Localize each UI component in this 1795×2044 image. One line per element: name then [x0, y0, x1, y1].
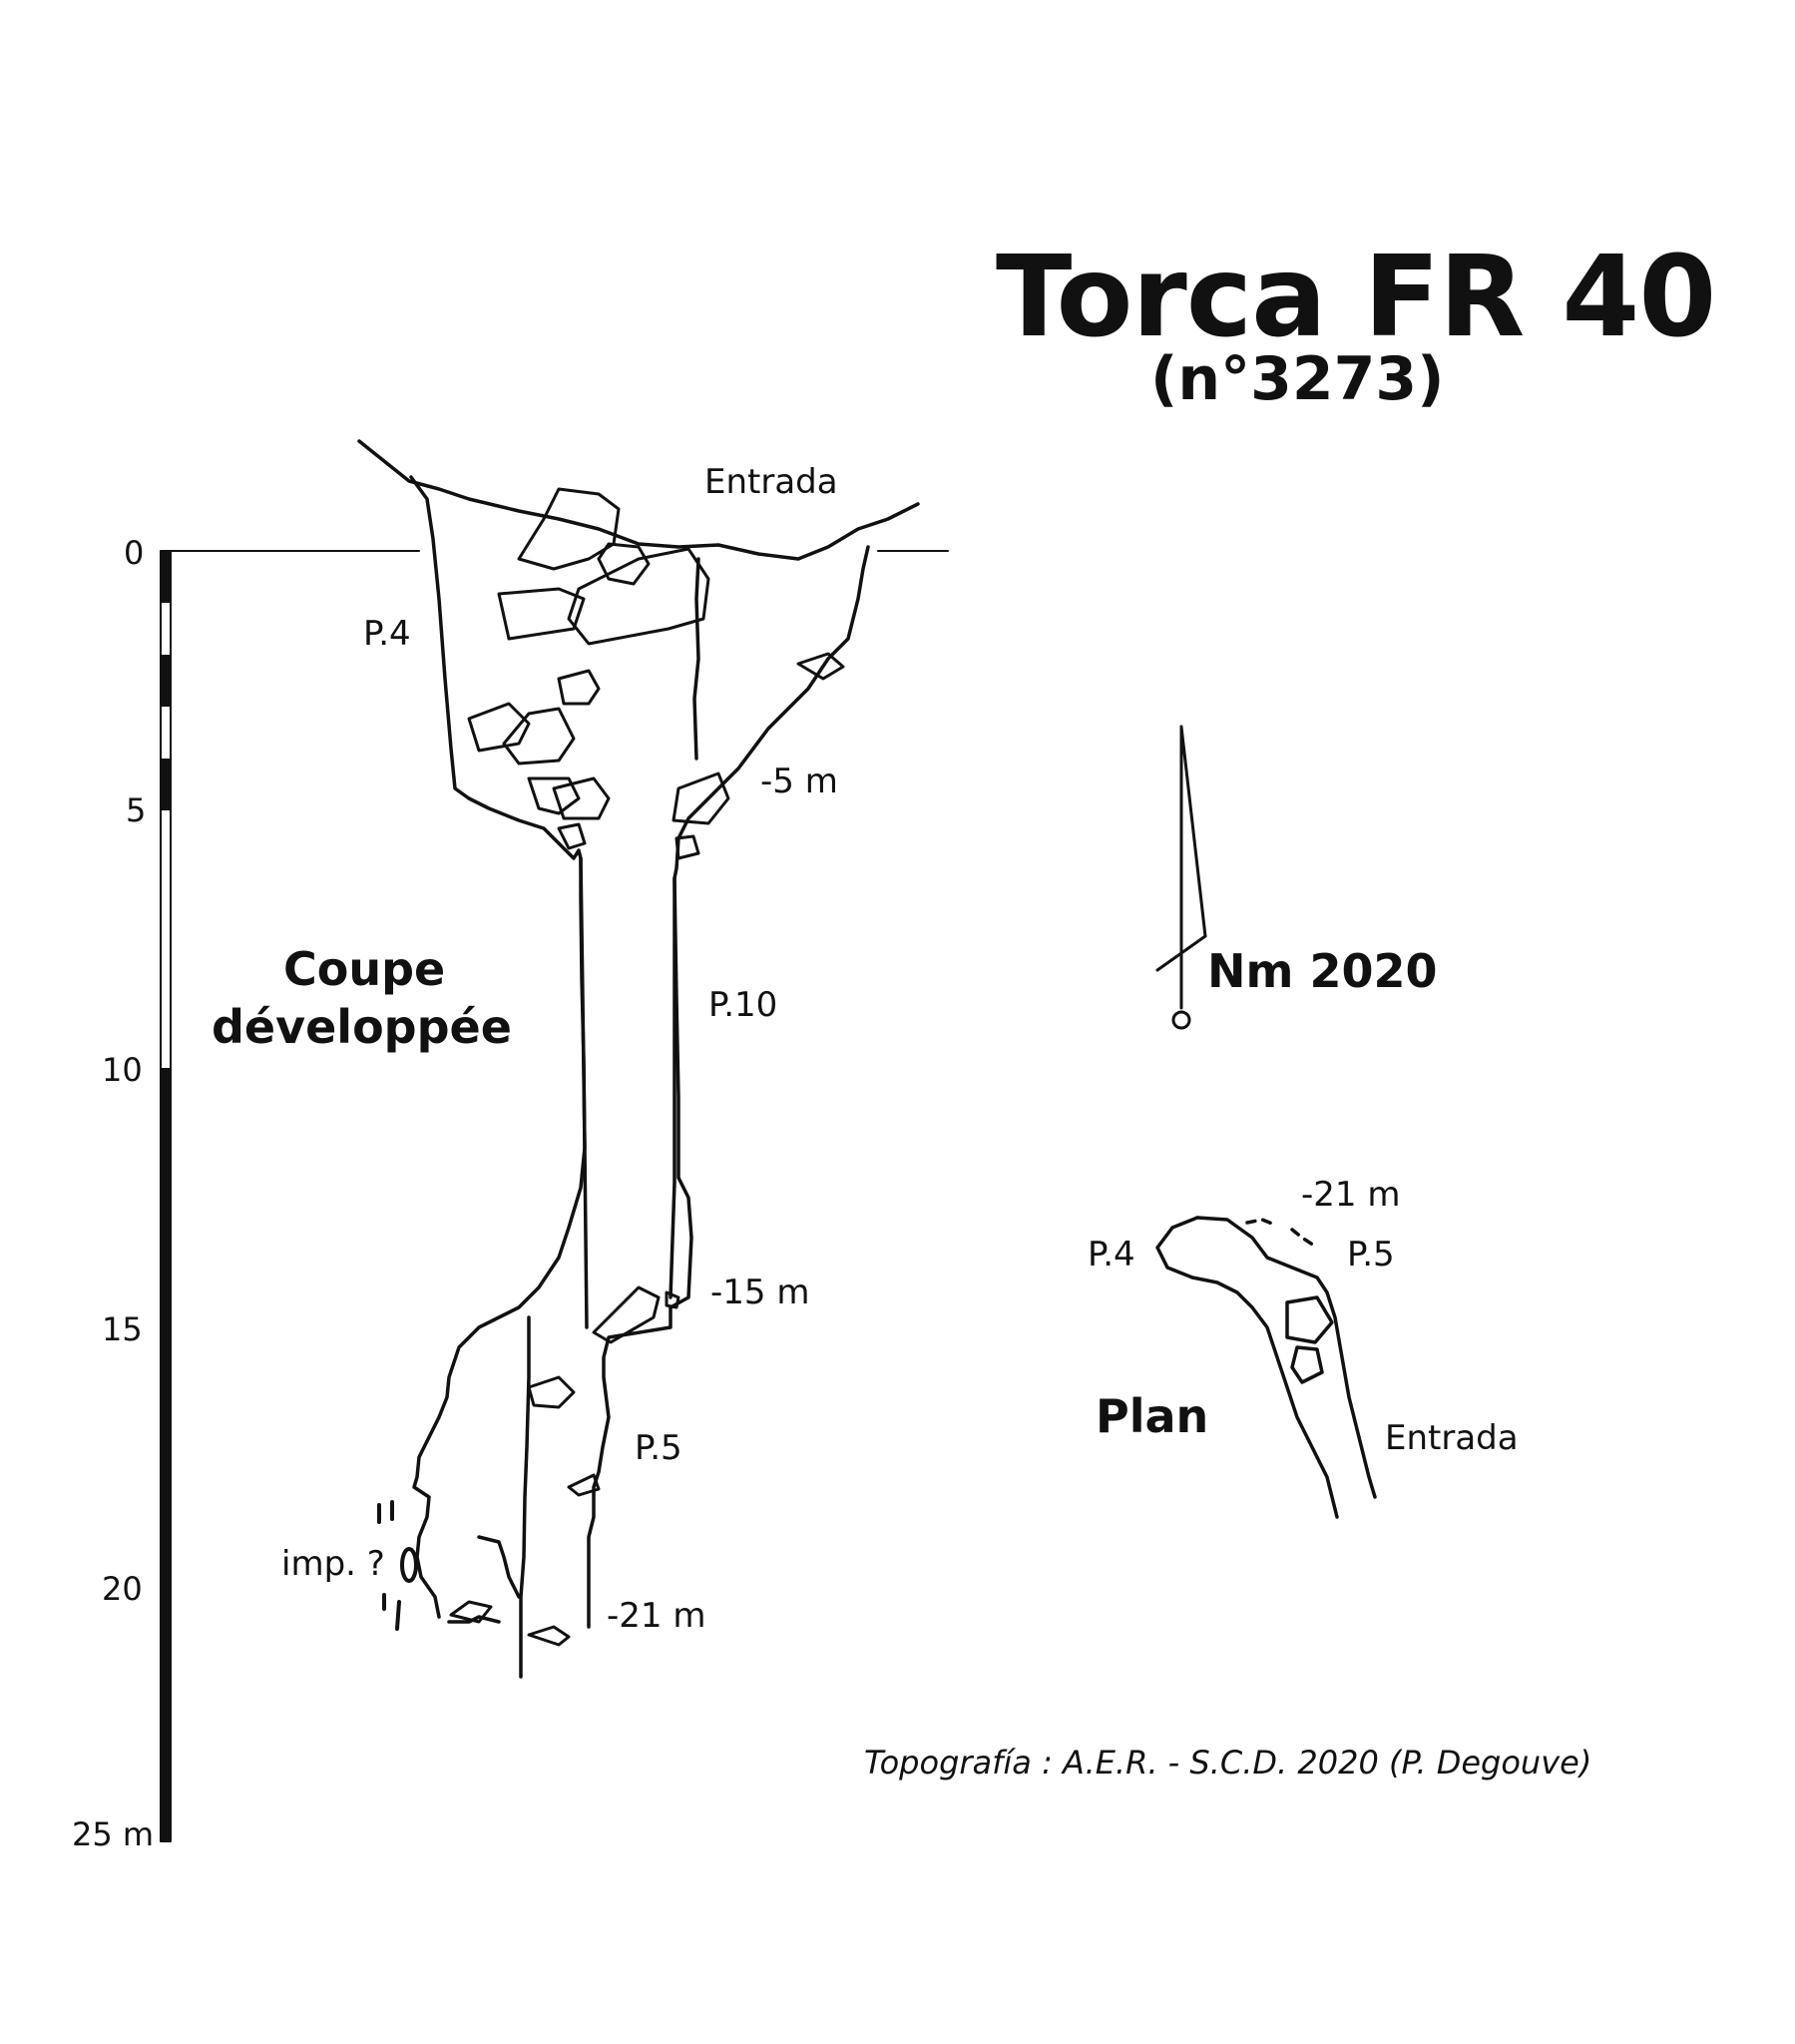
depth-label-15m: -15 m [710, 1273, 810, 1312]
scale-tick-10: 10 [102, 1051, 143, 1089]
plan-label: Plan [1096, 1389, 1209, 1443]
survey-subtitle: (n°3273) [1150, 344, 1445, 414]
shaft-right-wall [669, 876, 676, 1299]
north-label: Nm 2020 [1207, 944, 1438, 998]
plan-outline [1155, 1216, 1377, 1519]
inner-wall-upper [692, 557, 700, 761]
inner-wall-lower [519, 1315, 531, 1679]
pitch-label-p10: P.10 [708, 985, 778, 1025]
plan-pitch-left-label: P.4 [1088, 1235, 1135, 1275]
scale-tick-0: 0 [124, 534, 145, 572]
survey-credit: Topografía : A.E.R. - S.C.D. 2020 (P. De… [864, 1744, 1592, 1782]
scale-tick-5: 5 [126, 791, 147, 829]
section-type-label-line1: Coupe [283, 942, 446, 996]
scale-tick-25: 25 m [72, 1815, 155, 1853]
plan-entrance-label: Entrada [1385, 1418, 1519, 1458]
survey-title: Torca FR 40 [996, 233, 1716, 362]
section-left-wall [409, 475, 587, 1619]
north-arrow [1155, 725, 1207, 1030]
boulders [449, 487, 845, 1647]
pitch-label-p5: P.5 [635, 1428, 682, 1468]
scale-tick-20: 20 [102, 1570, 143, 1608]
depth-label-21m: -21 m [607, 1596, 706, 1636]
impasse-marks [377, 1500, 418, 1631]
plan-depth-label: -21 m [1301, 1175, 1401, 1215]
section-surface-outline [357, 439, 920, 561]
section-entrance-label: Entrada [704, 462, 838, 502]
plan-pitch-right-label: P.5 [1347, 1235, 1395, 1275]
depth-label-5m: -5 m [760, 762, 838, 801]
shaft-left-wall [579, 856, 589, 1329]
depth-scale-bar [160, 550, 420, 1842]
impasse-label: imp. ? [281, 1544, 385, 1584]
section-right-wall [587, 545, 870, 1629]
scale-tick-15: 15 [102, 1310, 143, 1348]
section-type-label-line2: développée [212, 1000, 512, 1054]
pitch-label-p4: P.4 [363, 614, 411, 654]
